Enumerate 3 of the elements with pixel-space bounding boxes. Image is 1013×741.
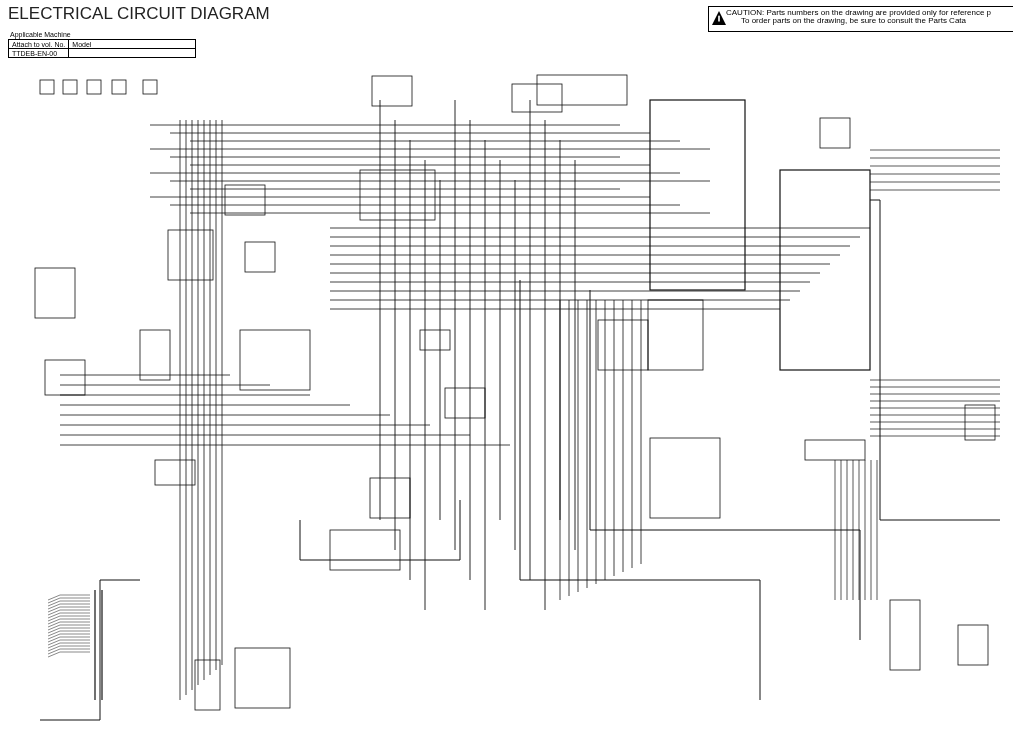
caution-note: CAUTION: Parts numbers on the drawing are provided only for reference p <box>726 8 991 17</box>
title: ELECTRICAL CIRCUIT DIAGRAM <box>8 4 270 24</box>
caution-note: To order parts on the drawing, be sure to consult the Parts Cata <box>741 16 966 26</box>
